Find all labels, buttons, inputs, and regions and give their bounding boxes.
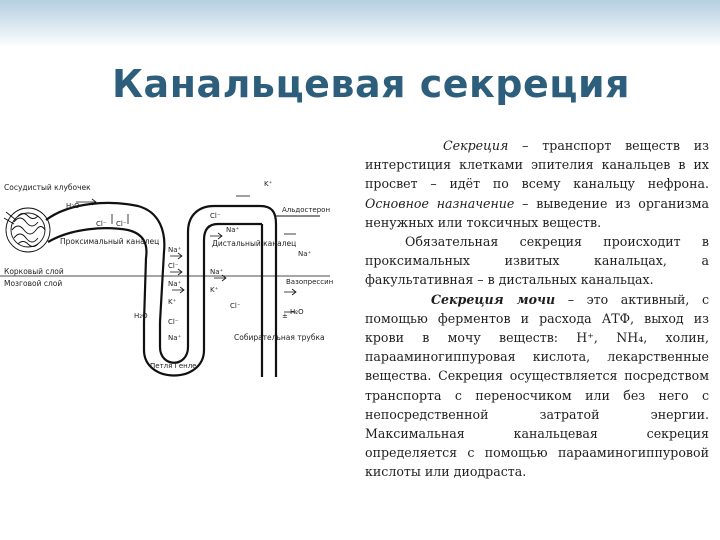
body-text: Секреция – транспорт веществ из интерсти… [365,136,709,482]
label-vasopressin: Вазопрессин [286,278,333,286]
ion-h2o-1: H₂O [66,202,80,210]
label-cortex: Корковый слой [4,267,64,276]
transport-arrows [76,195,297,313]
term-urine-secretion: Секреция мочи [431,291,556,307]
ion-na-2: Na⁺ [168,280,182,288]
paragraph-3: Секреция мочи – это активный, с помощью … [365,290,709,482]
paragraph-2: Обязательная секреция происходит в прокс… [365,234,709,288]
ion-cl-1: Cl⁻ [96,220,107,228]
ion-k-3: K⁺ [264,180,273,188]
label-loop: Петля Генле [150,362,197,370]
label-distal: Дистальный каналец [212,239,296,248]
ion-cl-4: Cl⁻ [168,318,179,326]
ion-na-1: Na⁺ [168,246,182,254]
glomerulus-drawing [3,207,51,253]
label-proximal: Проксимальный каналец [60,237,159,246]
paragraph-1: Секреция – транспорт веществ из интерсти… [365,136,709,232]
ion-k-1: K⁺ [168,298,177,306]
label-medulla: Мозговой слой [4,279,62,288]
paragraph-1-text: – транспорт веществ из интерстиция клетк… [365,138,709,192]
ion-cl-3: Cl⁻ [168,262,179,270]
ion-cl-6: Cl⁻ [230,302,241,310]
paragraph-3-text: – это активный, с помощью ферментов и ра… [365,291,709,480]
ion-na-6: Na⁺ [298,250,312,258]
ion-na-3: Na⁺ [168,334,182,342]
ion-h2o-2: H₂O [134,312,148,320]
slide-title: Канальцевая секреция [112,62,630,106]
ion-cl-5: Cl⁻ [210,212,221,220]
loop-drawing [142,204,262,377]
ion-cl-2: Cl⁻ [116,220,127,228]
header-band [0,0,720,48]
label-proximal-text: Проксимальный каналец [60,237,159,246]
paragraph-1-text-2: – выведение из организма ненужных или то… [365,195,709,230]
nephron-diagram-svg: Сосудистый клубочек Проксимальный канале… [0,180,333,377]
label-glomerulus: Сосудистый клубочек [4,183,91,192]
label-collecting: Собирательная трубка [234,333,325,342]
ion-k-2: K⁺ [210,286,219,294]
proximal-tubule-drawing [45,201,166,323]
nephron-diagram: Сосудистый клубочек Проксимальный канале… [0,172,352,384]
collecting-duct-drawing [259,204,320,377]
ion-na-5: Na⁺ [210,268,224,276]
label-plusminus: ± [282,312,288,320]
ion-na-4: Na⁺ [226,226,240,234]
ion-h2o-3: H₂O [290,308,304,316]
term-purpose: Основное назначение [365,195,515,211]
term-secretion: Секреция [443,138,509,153]
label-aldosterone: Альдостерон [282,206,330,214]
